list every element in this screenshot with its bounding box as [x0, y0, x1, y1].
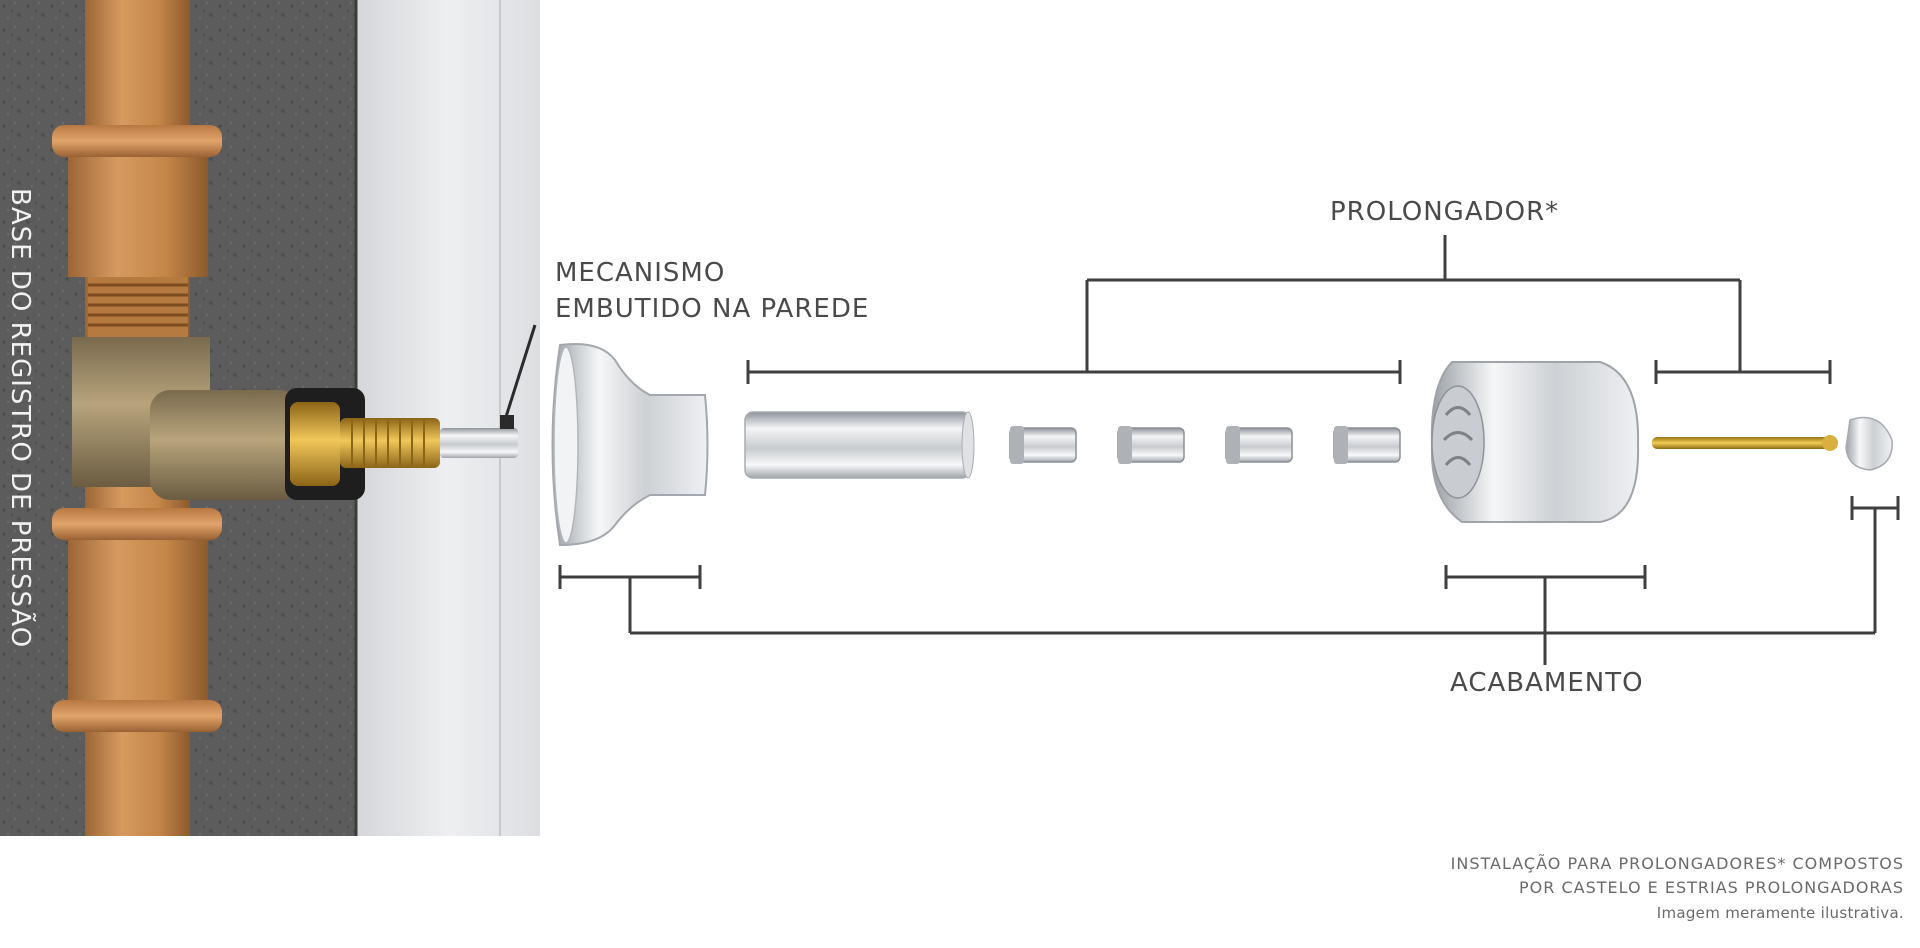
extender-label: PROLONGADOR* [1330, 197, 1560, 227]
finish-bracket [558, 496, 1900, 665]
footnote-line1: INSTALAÇÃO PARA PROLONGADORES* COMPOSTOS [1450, 854, 1904, 873]
finish-label: ACABAMENTO [1450, 668, 1644, 698]
flange-cover [551, 343, 709, 547]
brass-nut [290, 402, 340, 486]
cap [1845, 416, 1893, 471]
splined-extender [1117, 426, 1185, 464]
splined-extender [1333, 426, 1401, 464]
splined-extenders [1009, 426, 1401, 464]
footnote-line2: POR CASTELO E ESTRIAS PROLONGADORAS [1519, 878, 1904, 897]
mechanism-pointer [503, 324, 537, 421]
extension-sleeve [744, 411, 971, 479]
mechanism-label-line1: MECANISMO [555, 258, 726, 288]
splined-extender [1225, 426, 1293, 464]
extender-bracket [746, 235, 1832, 384]
spindle-tip [440, 428, 518, 458]
mechanism-label-line2: EMBUTIDO NA PAREDE [555, 294, 870, 324]
footnote-disclaimer: Imagem meramente ilustrativa. [1656, 904, 1904, 922]
splined-extender [1009, 426, 1077, 464]
handle-knob [1430, 361, 1640, 523]
base-label: BASE DO REGISTRO DE PRESSÃO [5, 188, 35, 649]
screw-rod [1652, 437, 1830, 449]
pressure-valve-base [52, 0, 518, 836]
